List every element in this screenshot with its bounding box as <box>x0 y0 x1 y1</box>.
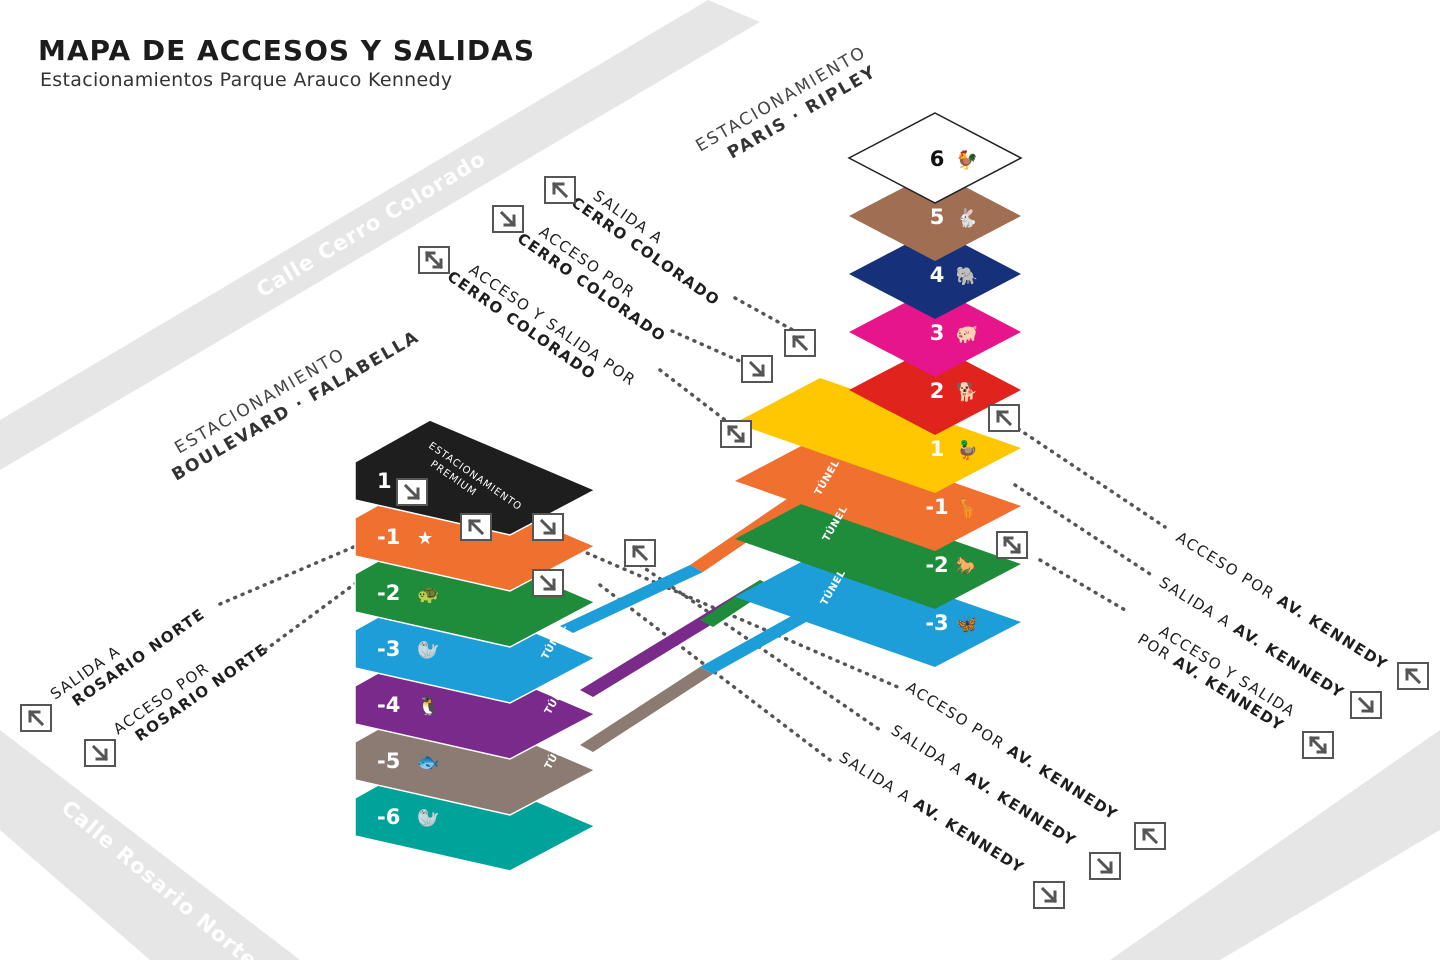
level-plate <box>847 112 1023 204</box>
caption-k-left-salida2-text: SALIDA A AV. KENNEDY <box>836 748 1028 877</box>
level-label: 4 <box>930 263 945 287</box>
level-label: 6 <box>930 147 945 171</box>
level-label: 2 <box>930 379 945 403</box>
level-label: -6 <box>377 805 400 829</box>
arrow-entry-icon <box>83 738 117 768</box>
level-plate <box>849 171 1021 261</box>
arrow-entry-icon <box>491 204 525 234</box>
level-right-3: 3🐖 <box>849 287 1021 377</box>
level-label: -1 <box>925 495 948 519</box>
level-label: -3 <box>925 611 948 635</box>
level-right--2: -2 🐎 <box>735 494 1021 609</box>
sea-lion-icon: 🦭 <box>417 808 439 829</box>
map-subtitle: Estacionamientos Parque Arauco Kennedy <box>40 69 453 91</box>
rabbit-icon: 🐇 <box>956 207 978 229</box>
level-left-1: 1 <box>354 419 597 536</box>
level-right-2: 2🐕 <box>849 345 1021 435</box>
arrow-exit-icon <box>1396 661 1430 691</box>
map-title: MAPA DE ACCESOS Y SALIDAS <box>38 34 535 67</box>
level-right-1: 1🦆 <box>735 378 1021 493</box>
tunnel-blue-a <box>560 565 703 633</box>
caption-k-right-acceso-salida: ACCESO Y SALIDA POR AV. KENNEDY <box>1134 622 1298 735</box>
caption-rn-acceso: ACCESO POR ROSARIO NORTE <box>110 640 272 745</box>
turtle-icon: 🐢 <box>417 584 439 605</box>
butterfly-icon: 🦋 <box>956 614 978 635</box>
map-heading: MAPA DE ACCESOS Y SALIDAS Estacionamient… <box>38 34 535 91</box>
level-plate <box>735 436 1021 551</box>
level-label: 1 <box>930 437 945 461</box>
arrow-exit-icon <box>459 512 493 542</box>
tunnel-gray <box>580 667 713 752</box>
level-plate <box>735 552 1021 667</box>
arrow-both-icon <box>719 419 753 449</box>
level-label: 5 <box>930 205 945 229</box>
level-plate <box>735 494 1021 609</box>
level-plate <box>735 378 1021 493</box>
level-plate <box>849 345 1021 435</box>
arrow-entry-icon <box>1032 880 1066 910</box>
duck-icon: 🦆 <box>956 439 978 461</box>
level-right--3: -3 🦋 <box>735 552 1021 667</box>
caption-k-left-salida2: SALIDA A AV. KENNEDY <box>836 748 1028 877</box>
giraffe-icon: 🦒 <box>956 497 978 519</box>
level-right-5: 5🐇 <box>849 171 1021 261</box>
right-building-stack: -3🦋-2🐎-1🦒1🦆2🐕3🐖4🐘5🐇6🐓 <box>735 112 1023 667</box>
street-rosario-norte: Calle Rosario Norte <box>0 730 300 960</box>
fish-icon: 🐟 <box>417 752 439 773</box>
level-right-6: 6🐓 <box>847 112 1023 204</box>
level-right--1: -1 🦒 <box>735 436 1021 551</box>
arrow-both-icon <box>1301 730 1335 760</box>
star-icon: ★ <box>417 528 433 549</box>
level-label: -3 <box>377 637 400 661</box>
arrow-both-icon <box>417 245 451 275</box>
elephant-icon: 🐘 <box>956 266 978 287</box>
level-right-4: 4🐘 <box>849 229 1021 319</box>
arrow-entry-icon <box>740 354 774 384</box>
arrow-entry-icon <box>531 568 565 598</box>
arrow-exit-icon <box>987 403 1021 433</box>
level-label: 1 <box>377 469 392 493</box>
arrow-exit-icon <box>623 538 657 568</box>
level-plate <box>849 287 1021 377</box>
level-label: -2 <box>925 553 948 577</box>
level-plate <box>354 419 597 536</box>
dog-icon: 🐕 <box>956 381 978 403</box>
pig-icon: 🐖 <box>956 324 978 345</box>
level-label: 3 <box>930 321 945 345</box>
arrow-exit-icon <box>783 328 817 358</box>
level-label: -4 <box>377 693 400 717</box>
arrow-entry-icon <box>1088 851 1122 881</box>
level-label: -2 <box>377 581 400 605</box>
arrow-entry-icon <box>1349 690 1383 720</box>
arrow-entry-icon <box>395 477 429 507</box>
arrow-exit-icon <box>1133 821 1167 851</box>
horse-icon: 🐎 <box>956 556 978 577</box>
arrow-exit-icon <box>19 703 53 733</box>
level-plate <box>849 229 1021 319</box>
penguin-icon: 🐧 <box>417 695 439 717</box>
level-label: -5 <box>377 749 400 773</box>
arrow-exit-icon <box>543 175 577 205</box>
arrow-both-icon <box>995 530 1029 560</box>
level-label: -1 <box>377 525 400 549</box>
rooster-icon: 🐓 <box>956 149 978 171</box>
seal-icon: 🦭 <box>417 640 439 661</box>
arrow-entry-icon <box>531 512 565 542</box>
